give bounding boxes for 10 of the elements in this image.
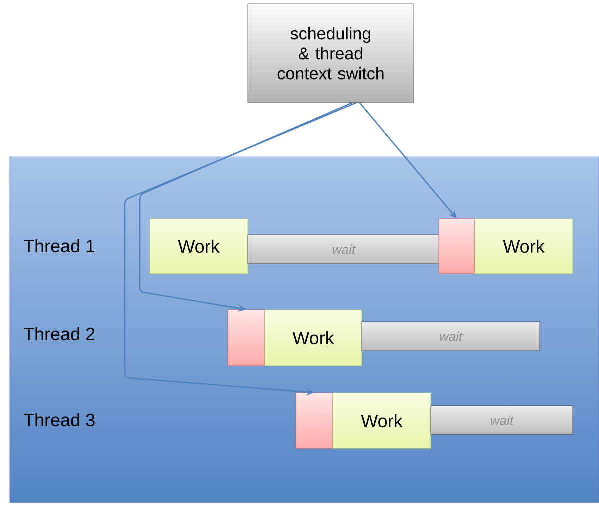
thread-label: Thread 2 — [24, 327, 95, 341]
wait-bar: wait — [362, 322, 540, 352]
process-box: scheduling & thread context switch — [248, 4, 414, 104]
switch-box — [228, 310, 266, 366]
wait-bar: wait — [430, 406, 574, 436]
thread-label: Thread 3 — [24, 413, 95, 427]
thread-label: Thread 1 — [24, 239, 95, 253]
switch-box — [438, 218, 476, 274]
work-box: Work — [150, 218, 248, 274]
switch-box — [296, 392, 334, 450]
